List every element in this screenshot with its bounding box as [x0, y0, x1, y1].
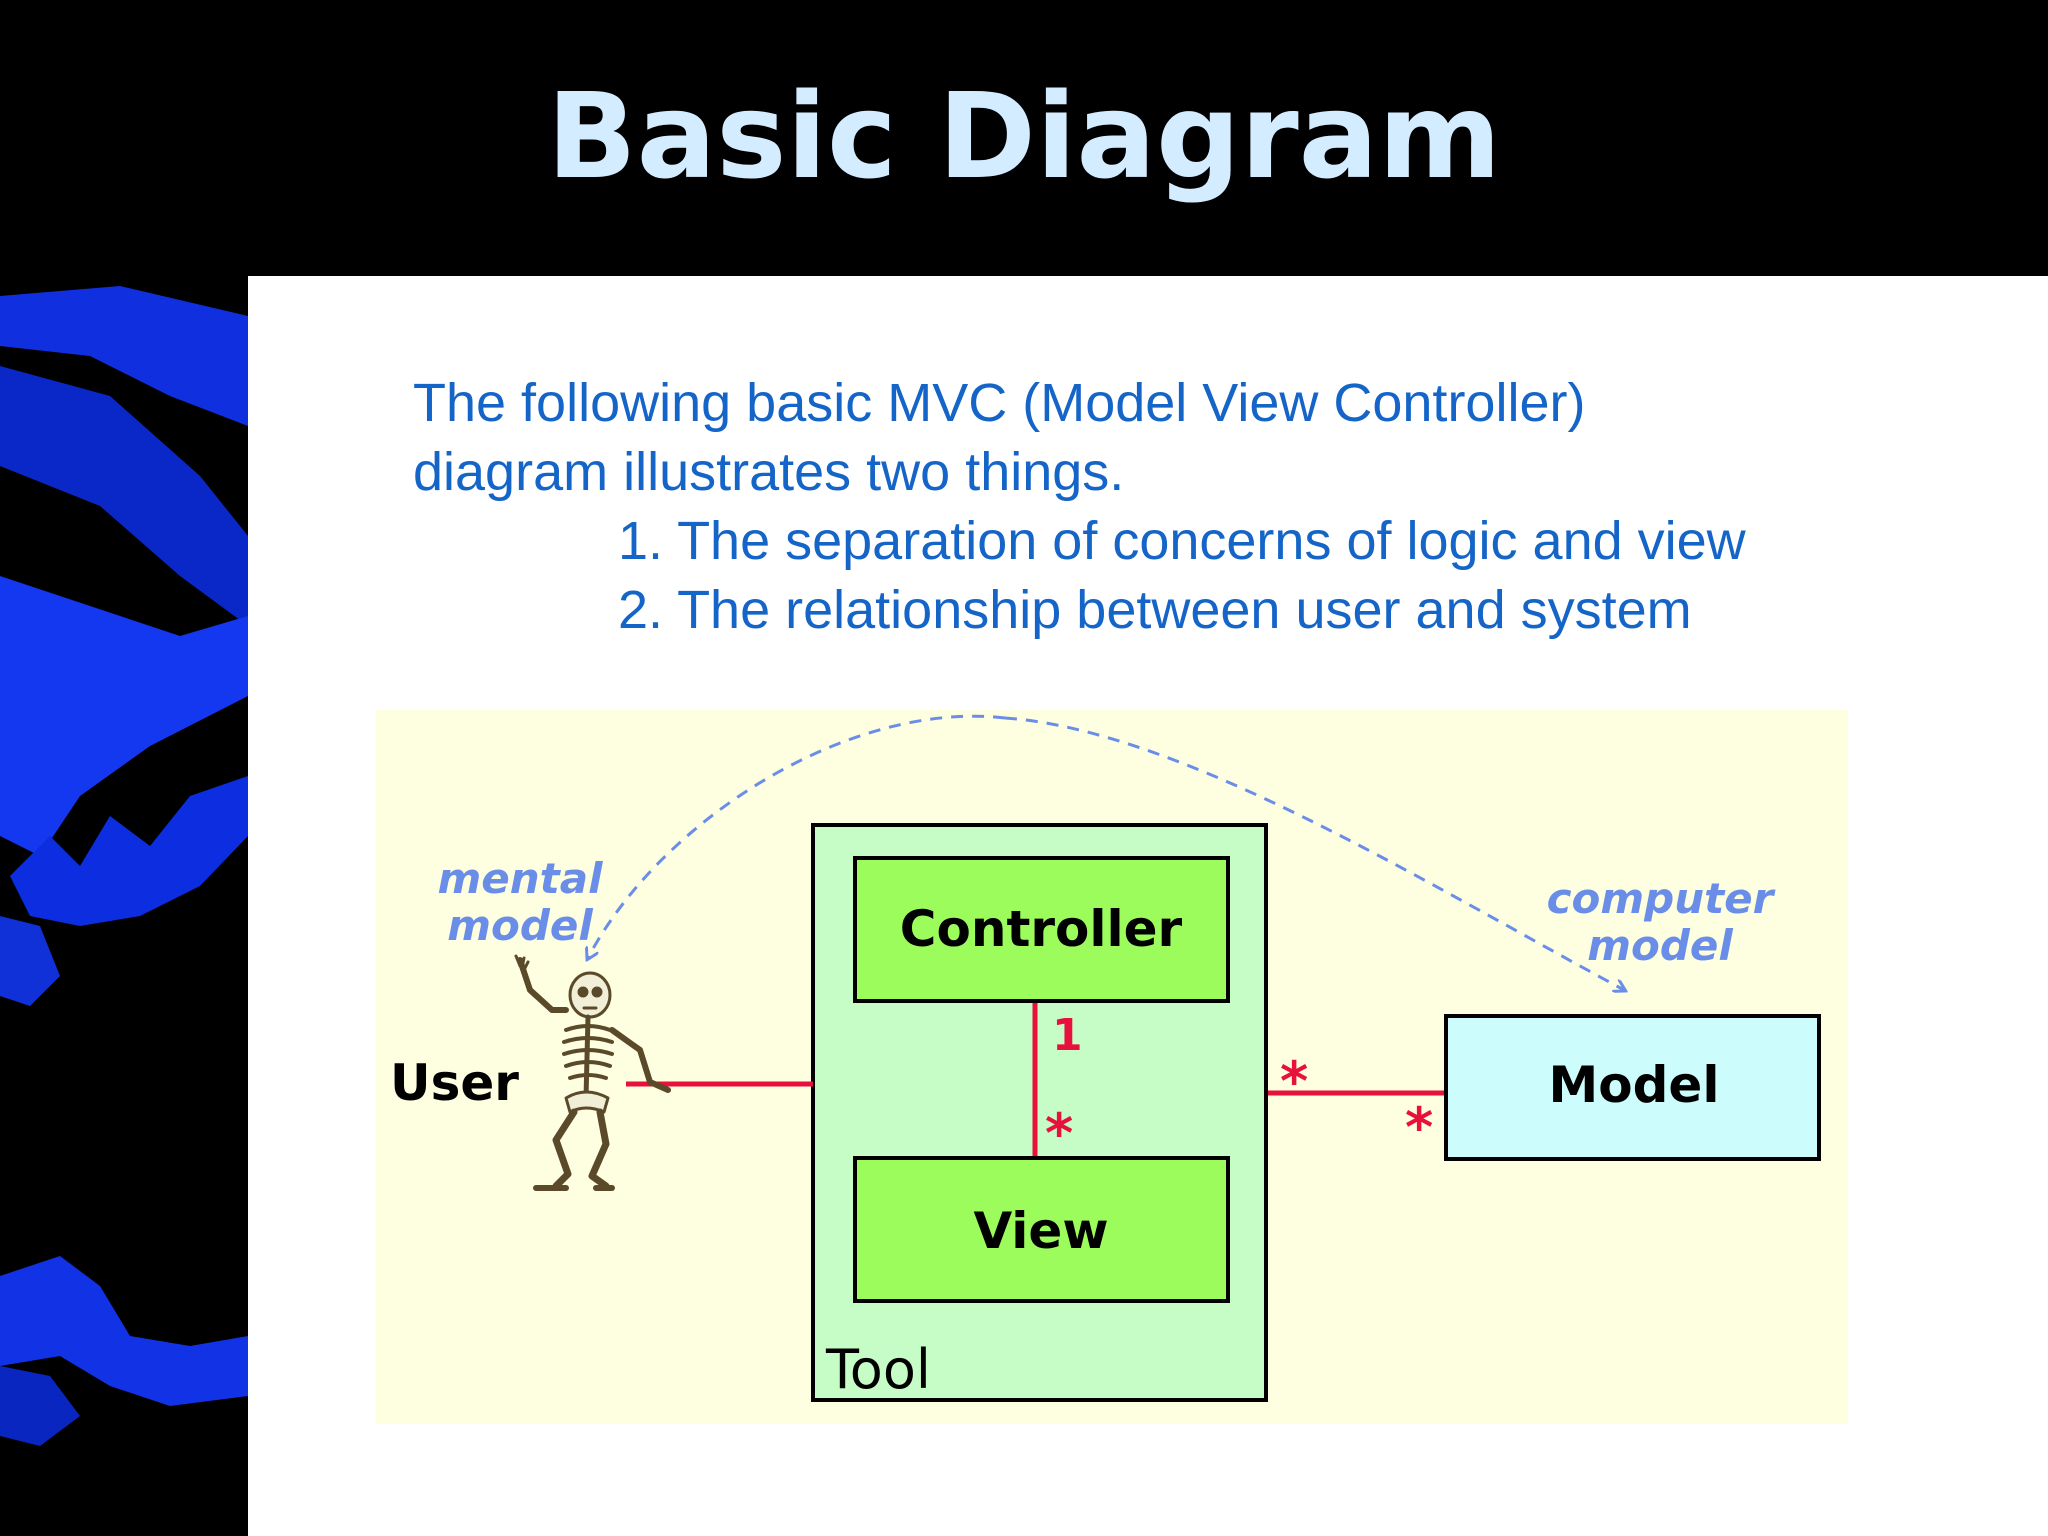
slide-title: Basic Diagram: [546, 67, 1502, 205]
controller-box: [853, 856, 1230, 1003]
controller-label: Controller: [900, 900, 1183, 958]
mental-model-label-line-1: mental: [438, 854, 604, 903]
view-multiplicity: *: [1045, 1102, 1073, 1165]
model-box: [1444, 1014, 1821, 1161]
controller-multiplicity: 1: [1052, 1010, 1083, 1061]
view-label: View: [973, 1202, 1108, 1260]
view-box: [853, 1156, 1230, 1303]
tool-multiplicity: *: [1280, 1050, 1308, 1113]
title-bar: Basic Diagram: [0, 0, 2048, 276]
intro-line-2: diagram illustrates two things.: [413, 442, 1125, 502]
dashed-arrow-to-computer-model: [1004, 716, 1624, 990]
computer-model-label-line-2: model: [1587, 921, 1733, 970]
intro-list-item-1: 1. The separation of concerns of logic a…: [618, 511, 1746, 571]
user-label: User: [390, 1054, 519, 1112]
mental-model-label-line-2: model: [447, 901, 593, 950]
skeleton-user-icon: [514, 954, 671, 1191]
computer-model-label-line-1: computer: [1547, 874, 1776, 923]
dashed-arrow-to-mental-model: [588, 714, 1006, 958]
model-multiplicity: *: [1405, 1096, 1433, 1159]
model-label: Model: [1549, 1056, 1720, 1114]
intro-line-1: The following basic MVC (Model View Cont…: [413, 373, 1586, 433]
tool-label: Tool: [825, 1338, 931, 1401]
decorative-blue-ribbon: [0, 276, 248, 1536]
intro-list-item-2: 2. The relationship between user and sys…: [618, 580, 1692, 640]
